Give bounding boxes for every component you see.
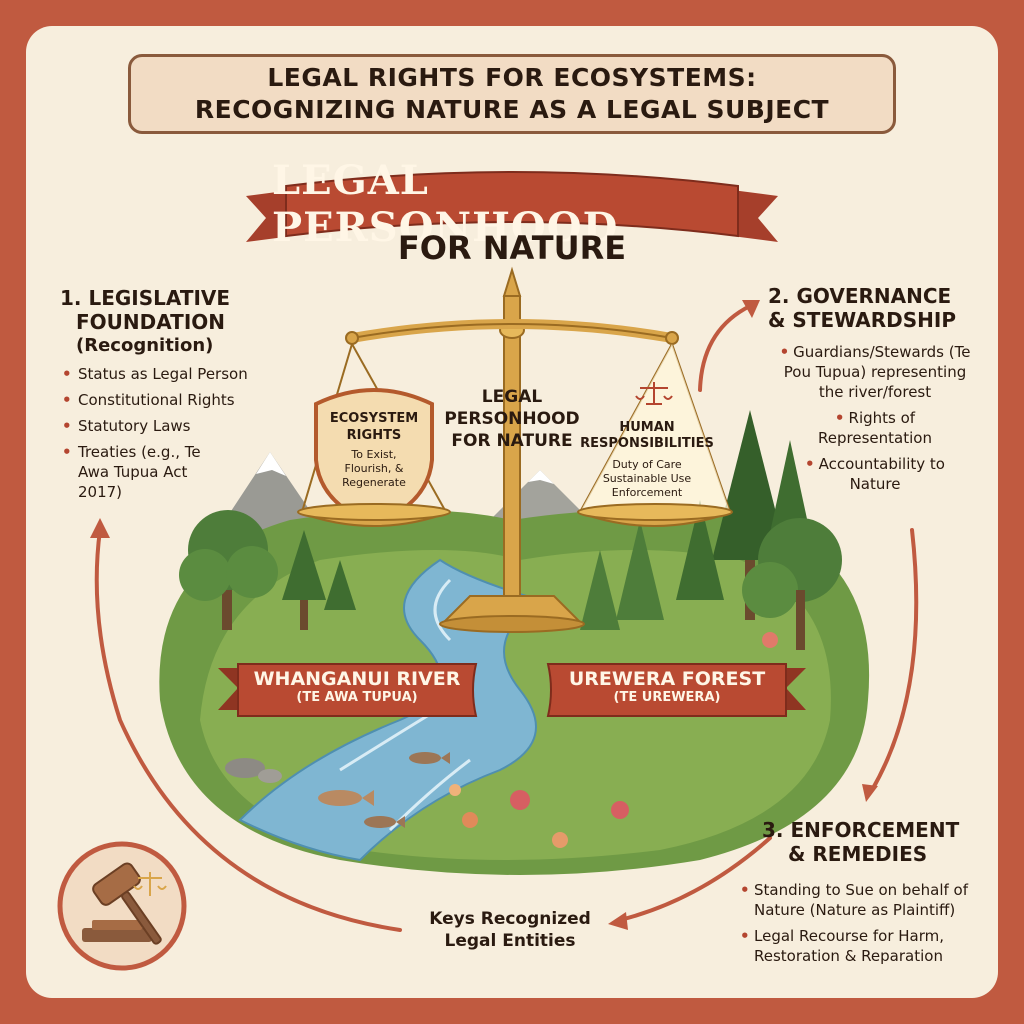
shield-icon <box>314 388 434 527</box>
river-ribbon-shape <box>218 663 478 717</box>
section-2-list: •Guardians/Stewards (Te Pou Tupua) repre… <box>770 342 980 500</box>
ecosystem-rights-title-2: RIGHTS <box>346 428 402 443</box>
list-item: Constitutional Rights <box>60 390 270 410</box>
keys-line-1: Keys Recognized <box>429 909 591 929</box>
human-responsibilities-title-1: HUMAN <box>619 420 675 435</box>
list-item: Statutory Laws <box>60 416 270 436</box>
center-label-line-3: FOR NATURE <box>451 431 573 451</box>
section-1-title-line-3: (Recognition) <box>76 335 214 356</box>
center-label-line-2: PERSONHOOD <box>444 409 580 429</box>
section-3-list: Standing to Sue on behalf of Nature (Nat… <box>740 880 980 972</box>
gavel-icon <box>57 841 187 971</box>
title-box: LEGAL RIGHTS FOR ECOSYSTEMS: RECOGNIZING… <box>128 54 896 134</box>
section-1-title-line-1: 1. LEGISLATIVE <box>60 286 231 310</box>
list-item: Legal Recourse for Harm, Restoration & R… <box>740 926 980 966</box>
section-3-title-line-2: & REMEDIES <box>788 842 928 866</box>
tree-icon <box>179 510 356 630</box>
section-1-title-line-2: FOUNDATION <box>76 310 225 334</box>
title-line-2: RECOGNIZING NATURE AS A LEGAL SUBJECT <box>194 95 830 124</box>
bullet: • <box>805 455 815 473</box>
bullet: • <box>779 343 790 361</box>
list-item: Treaties (e.g., Te Awa Tupua Act 2017) <box>60 442 228 502</box>
flower-icon <box>449 632 778 848</box>
section-3-title: 3. ENFORCEMENT & REMEDIES <box>762 818 992 866</box>
list-item: •Rights of Representation <box>818 409 932 447</box>
river-ribbon-main: WHANGANUI RIVER <box>253 668 461 690</box>
section-2-title-line-1: 2. GOVERNANCE <box>768 284 952 308</box>
arrow-keys-to-1 <box>94 528 402 932</box>
bullet: • <box>834 409 845 427</box>
list-item: •Guardians/Stewards (Te Pou Tupua) repre… <box>779 343 971 401</box>
section-2-title-line-2: & STEWARDSHIP <box>768 308 956 332</box>
landscape <box>159 410 870 875</box>
banner-sub: FOR NATURE <box>397 229 627 267</box>
center-label: LEGAL PERSONHOOD FOR NATURE <box>432 386 592 452</box>
forest-ribbon-shape <box>546 663 806 717</box>
forest-ribbon: UREWERA FOREST (TE UREWERA) <box>548 668 786 706</box>
human-responsibilities-label: HUMAN RESPONSIBILITIES Duty of Care Sust… <box>572 420 722 500</box>
list-item: Status as Legal Person <box>60 364 270 384</box>
keys-caption: Keys Recognized Legal Entities <box>410 908 610 952</box>
center-label-line-1: LEGAL <box>481 387 543 407</box>
ecosystem-rights-sub: To Exist, Flourish, & Regenerate <box>342 448 406 489</box>
human-responsibilities-title-2: RESPONSIBILITIES <box>580 436 714 451</box>
section-1-title: 1. LEGISLATIVE FOUNDATION (Recognition) <box>60 286 300 358</box>
scales-icon <box>297 266 733 633</box>
forest-ribbon-main: UREWERA FOREST <box>568 668 766 690</box>
section-3-title-line-1: 3. ENFORCEMENT <box>762 818 960 842</box>
forest-trees <box>580 410 842 650</box>
arrow-3-to-keys <box>618 836 772 922</box>
banner-ribbon <box>246 171 778 242</box>
ecosystem-rights-title-1: ECOSYSTEM <box>329 411 419 426</box>
arrow-2-to-3 <box>870 528 919 792</box>
list-item: Standing to Sue on behalf of Nature (Nat… <box>740 880 980 920</box>
title-line-1: LEGAL RIGHTS FOR ECOSYSTEMS: <box>267 63 757 92</box>
river-ribbon-sub: (TE AWA TUPUA) <box>296 690 418 705</box>
section-1-list: Status as Legal Person Constitutional Ri… <box>60 364 270 508</box>
cycle-arrows <box>94 304 919 932</box>
ecosystem-rights-label: ECOSYSTEM RIGHTS To Exist, Flourish, & R… <box>318 410 430 490</box>
forest-ribbon-sub: (TE UREWERA) <box>613 690 721 705</box>
river-ribbon: WHANGANUI RIVER (TE AWA TUPUA) <box>238 668 476 706</box>
list-item: •Accountability to Nature <box>805 455 945 493</box>
keys-line-2: Legal Entities <box>444 931 576 951</box>
human-responsibilities-sub: Duty of Care Sustainable Use Enforcement <box>602 458 692 499</box>
fish-icon <box>318 752 450 828</box>
section-2-title: 2. GOVERNANCE & STEWARDSHIP <box>768 284 988 332</box>
arrow-1-to-2 <box>698 304 752 392</box>
